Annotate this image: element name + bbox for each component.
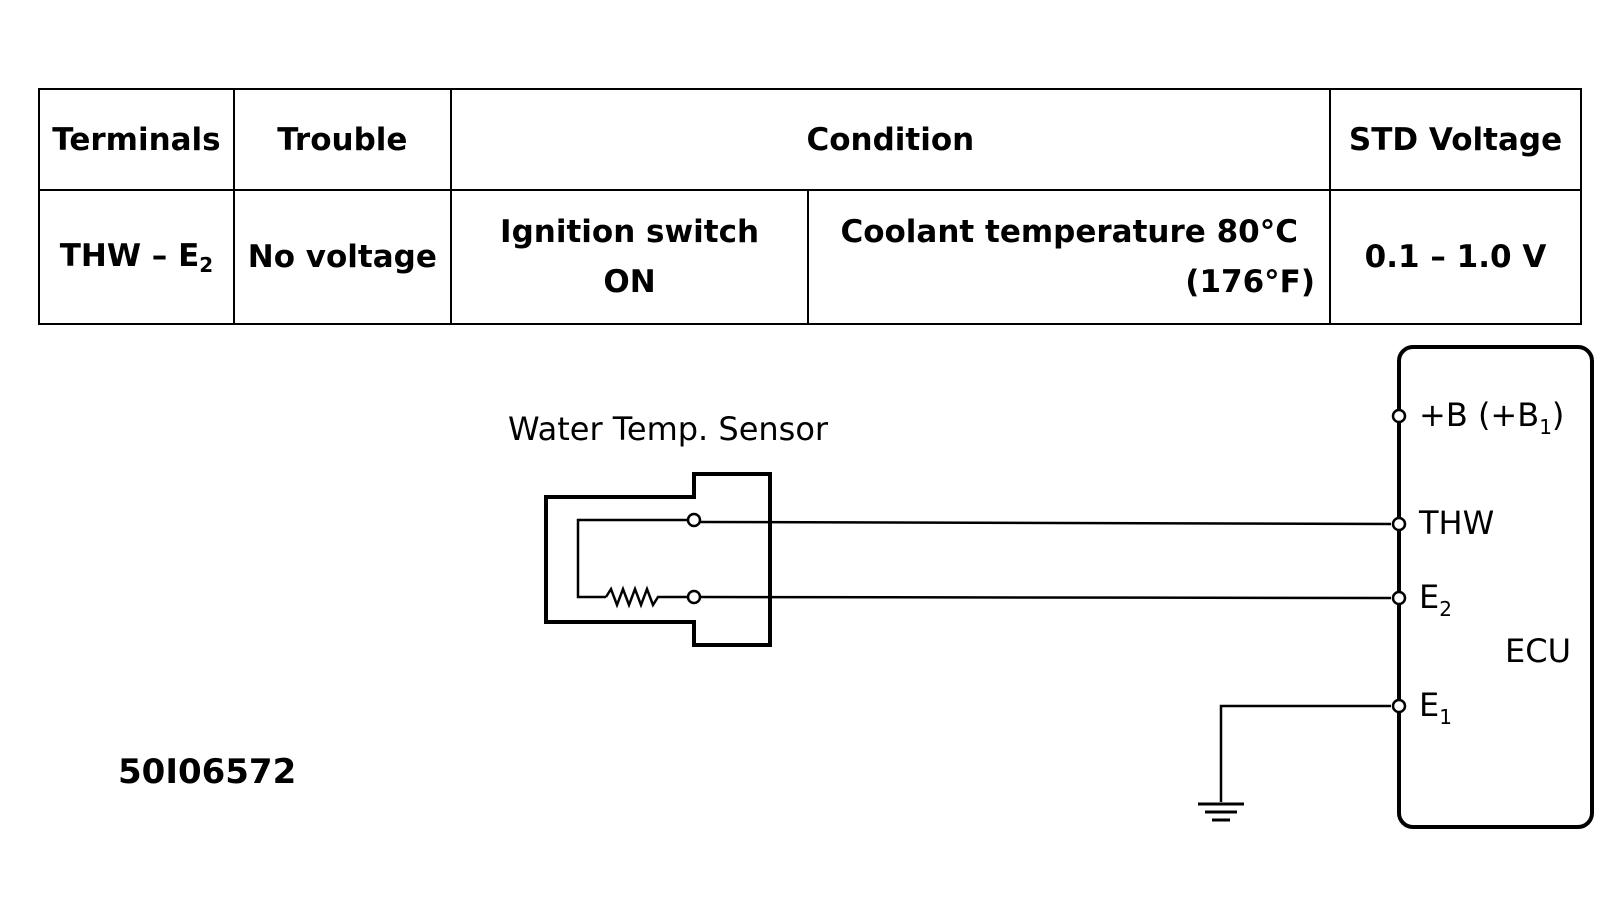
resistor-icon [604, 585, 690, 609]
cell-coolant-line2: (176°F) [1185, 264, 1316, 300]
label-e1-sub: 1 [1439, 705, 1452, 729]
header-condition: Condition [449, 88, 1332, 191]
wire-thw [699, 520, 1392, 526]
cell-ignition-line2: ON [603, 264, 656, 300]
sensor-terminal-e2 [686, 589, 702, 605]
cell-coolant: Coolant temperature 80°C (176°F) [807, 189, 1332, 325]
sensor-terminal-thw [686, 512, 702, 528]
label-e2: E2 [1419, 578, 1452, 621]
label-thw: THW [1418, 504, 1494, 542]
table-header-row: Terminals Trouble Condition STD Voltage [38, 88, 1582, 191]
ecu-terminal-b [1391, 408, 1407, 424]
cell-terminals-sub: 2 [199, 252, 214, 277]
sensor-label: Water Temp. Sensor [508, 410, 829, 448]
cell-ignition: Ignition switch ON [449, 189, 810, 325]
wire-e1-ground [1219, 704, 1391, 802]
cell-terminals: THW – E2 [38, 189, 235, 325]
ecu-terminal-e2 [1391, 590, 1407, 606]
cell-ignition-line1: Ignition switch [500, 214, 760, 250]
label-b: +B (+B1) [1419, 396, 1564, 439]
cell-trouble: No voltage [232, 189, 452, 325]
label-b-close: ) [1552, 396, 1564, 434]
sensor-internal-wire [576, 518, 694, 599]
figure-code: 50I06572 [118, 752, 297, 792]
label-e1-main: E [1419, 686, 1439, 724]
label-e2-main: E [1419, 578, 1439, 616]
label-b-sub: 1 [1539, 415, 1552, 439]
ecu-terminal-thw [1391, 516, 1407, 532]
ecu-label: ECU [1505, 632, 1571, 670]
header-trouble: Trouble [232, 88, 452, 191]
cell-std-voltage: 0.1 – 1.0 V [1329, 189, 1582, 325]
cell-terminals-main: THW – E [59, 237, 200, 274]
label-e2-sub: 2 [1439, 597, 1452, 621]
table-row: THW – E2 No voltage Ignition switch ON C… [38, 189, 1582, 325]
ecu-box [1397, 345, 1594, 829]
wire-e2 [699, 595, 1392, 600]
header-std-voltage: STD Voltage [1329, 88, 1582, 191]
cell-coolant-line1: Coolant temperature 80°C [840, 214, 1298, 250]
ecu-terminal-e1 [1391, 698, 1407, 714]
header-terminals: Terminals [38, 88, 235, 191]
spec-table: Terminals Trouble Condition STD Voltage … [38, 88, 1582, 325]
label-e1: E1 [1419, 686, 1452, 729]
label-b-main: +B (+B [1419, 396, 1539, 434]
sensor-body [544, 472, 772, 647]
